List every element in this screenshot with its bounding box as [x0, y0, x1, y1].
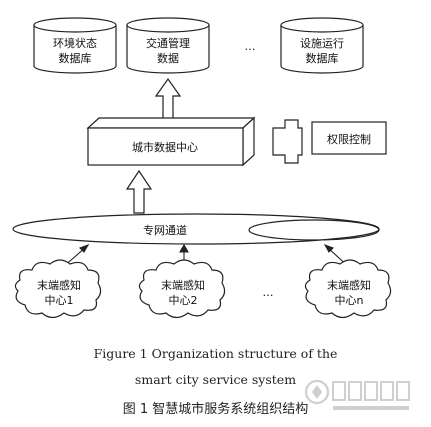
up-arrow-to-database: [154, 77, 182, 120]
architecture-diagram: 环境状态 数据库 交通管理 数据 … 设施运行 数据库 城市数据中心 权限控制 …: [12, 17, 392, 319]
node-ellipsis: …: [263, 286, 274, 299]
database-ellipsis: …: [245, 40, 256, 53]
sensing-node-1-line1: 末端感知: [37, 278, 81, 292]
database-traffic-line1: 交通管理: [146, 36, 190, 50]
permission-label: 权限控制: [327, 132, 371, 146]
database-facility: 设施运行 数据库: [280, 17, 364, 74]
sensing-node-1: 末端感知 中心1: [14, 259, 102, 319]
data-center-label: 城市数据中心: [132, 140, 198, 154]
cross-connector: [272, 119, 303, 164]
caption-english-line1: Figure 1 Organization structure of the: [93, 346, 338, 361]
database-environment-line1: 环境状态: [53, 36, 97, 50]
database-traffic-line2: 数据: [157, 51, 179, 65]
caption-english-line2: smart city service system: [134, 372, 297, 387]
sensing-node-n-line2: 中心n: [335, 294, 364, 307]
sensing-node-1-line2: 中心1: [45, 294, 74, 307]
elecfans-watermark-logo: [304, 379, 410, 410]
sensing-node-2-line2: 中心2: [169, 294, 198, 307]
up-arrow-to-data-center: [125, 169, 153, 214]
database-facility-line2: 数据库: [306, 51, 339, 65]
data-center-box: 城市数据中心: [86, 116, 256, 167]
sensing-node-n: 末端感知 中心n: [304, 259, 392, 319]
sensing-node-2-line1: 末端感知: [161, 278, 205, 292]
database-environment-line2: 数据库: [59, 51, 92, 65]
database-facility-line1: 设施运行: [300, 37, 344, 50]
sensing-node-2: 末端感知 中心2: [138, 259, 226, 319]
database-environment: 环境状态 数据库: [33, 17, 117, 74]
database-traffic: 交通管理 数据: [126, 17, 210, 74]
permission-box: [311, 121, 387, 155]
channel-label: 专网通道: [143, 223, 187, 237]
caption-chinese: 图 1 智慧城市服务系统组织结构: [122, 402, 309, 417]
sensing-node-n-line1: 末端感知: [327, 278, 371, 292]
channel-sub-ellipse: [248, 219, 380, 241]
